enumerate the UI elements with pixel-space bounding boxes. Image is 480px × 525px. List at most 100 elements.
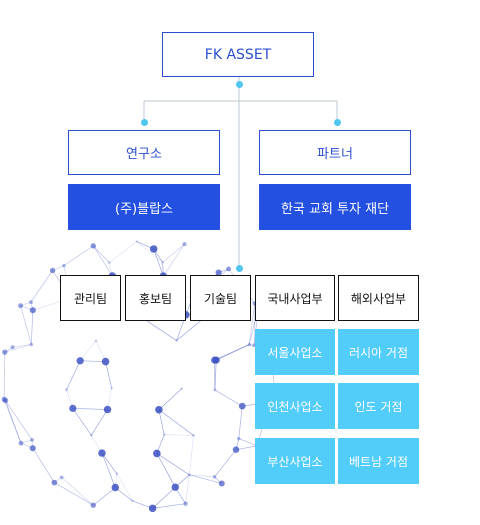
office-node-incheon: 인천사업소 bbox=[255, 383, 335, 429]
globe-node bbox=[212, 356, 220, 364]
globe-node bbox=[51, 479, 58, 486]
globe-link bbox=[93, 487, 116, 506]
globe-node bbox=[155, 405, 163, 414]
globe-node bbox=[29, 342, 34, 347]
globe-node bbox=[215, 269, 222, 276]
team-node-overseas: 해외사업부 bbox=[338, 275, 419, 321]
globe-link bbox=[158, 409, 165, 435]
globe-node bbox=[89, 433, 93, 437]
globe-link bbox=[79, 340, 97, 362]
globe-node bbox=[226, 266, 232, 272]
globe-node bbox=[90, 243, 96, 249]
globe-node bbox=[30, 437, 35, 442]
office-node-vietnam: 베트남 거점 bbox=[338, 438, 419, 484]
globe-link bbox=[109, 241, 137, 263]
globe-node bbox=[236, 436, 241, 441]
globe-node bbox=[171, 483, 179, 491]
globe-node bbox=[183, 501, 188, 506]
globe-node bbox=[180, 387, 184, 390]
globe-node bbox=[90, 502, 96, 508]
globe-node bbox=[110, 387, 113, 390]
globe-link bbox=[238, 438, 258, 447]
globe-node bbox=[98, 449, 106, 457]
globe-link bbox=[20, 305, 32, 345]
globe-link bbox=[253, 303, 256, 346]
globe-node bbox=[18, 440, 24, 446]
globe-node bbox=[76, 357, 84, 365]
globe-node bbox=[94, 339, 98, 343]
globe-link bbox=[93, 245, 113, 277]
globe-node bbox=[175, 339, 178, 342]
globe-link bbox=[214, 449, 237, 478]
globe-node bbox=[18, 303, 24, 309]
branch-node-lab: 연구소 bbox=[68, 130, 220, 175]
branch-sub-node-church-fund: 한국 교회 투자 재단 bbox=[259, 184, 411, 230]
globe-link bbox=[249, 344, 255, 346]
globe-link bbox=[12, 344, 32, 348]
globe-link bbox=[32, 448, 55, 483]
globe-link bbox=[163, 243, 185, 277]
globe-link bbox=[101, 452, 116, 488]
globe-node bbox=[162, 433, 166, 436]
globe-node bbox=[135, 240, 138, 243]
globe-link bbox=[93, 245, 110, 263]
globe-link bbox=[105, 361, 113, 389]
globe-link bbox=[30, 270, 53, 303]
globe-link bbox=[189, 474, 215, 478]
globe-link bbox=[66, 360, 81, 390]
globe-link bbox=[185, 474, 190, 504]
globe-link bbox=[116, 473, 133, 502]
team-node-tech: 기술팀 bbox=[190, 275, 251, 321]
globe-node bbox=[2, 349, 8, 355]
globe-node bbox=[131, 499, 134, 503]
globe-link bbox=[248, 303, 256, 345]
globe-node bbox=[59, 475, 64, 480]
branch-node-partner: 파트너 bbox=[259, 130, 411, 175]
globe-node bbox=[148, 504, 157, 513]
globe-link bbox=[5, 400, 22, 444]
globe-link bbox=[90, 409, 108, 436]
globe-link bbox=[3, 399, 22, 444]
globe-link bbox=[72, 408, 108, 410]
globe-node bbox=[192, 434, 195, 437]
globe-node bbox=[115, 472, 119, 476]
globe-link bbox=[54, 482, 94, 506]
globe-node bbox=[62, 263, 66, 268]
globe-node bbox=[161, 261, 164, 264]
globe-link bbox=[189, 474, 222, 484]
globe-node bbox=[218, 480, 225, 487]
globe-link bbox=[136, 241, 163, 263]
globe-node bbox=[101, 357, 110, 366]
team-node-domestic: 국내사업부 bbox=[255, 275, 335, 321]
globe-link bbox=[216, 344, 250, 361]
globe-link bbox=[214, 344, 250, 361]
globe-node bbox=[213, 388, 217, 392]
globe-link bbox=[158, 409, 194, 436]
globe-node bbox=[212, 475, 217, 479]
globe-node bbox=[29, 445, 36, 452]
globe-node bbox=[103, 405, 112, 414]
globe-node bbox=[247, 342, 251, 347]
globe-link bbox=[235, 445, 258, 451]
globe-link bbox=[214, 360, 217, 390]
root-connector-dot bbox=[235, 80, 243, 88]
globe-link bbox=[101, 452, 118, 475]
globe-node bbox=[182, 242, 187, 247]
globe-link bbox=[156, 453, 190, 476]
globe-node bbox=[49, 267, 56, 274]
globe-node bbox=[28, 300, 33, 305]
globe-link bbox=[156, 453, 176, 488]
globe-node bbox=[153, 449, 161, 458]
globe-link bbox=[4, 344, 32, 353]
globe-node bbox=[107, 261, 111, 264]
team-node-admin: 관리팀 bbox=[60, 275, 121, 321]
branch-sub-node-blobs: (주)블랍스 bbox=[68, 184, 220, 230]
globe-link bbox=[61, 477, 94, 506]
globe-node bbox=[2, 397, 9, 404]
globe-link bbox=[214, 389, 243, 407]
globe-link bbox=[158, 388, 183, 410]
partner-connector-dot bbox=[333, 118, 341, 126]
globe-node bbox=[238, 402, 246, 410]
root-node-fk-asset: FK ASSET bbox=[162, 32, 314, 77]
globe-link bbox=[162, 243, 185, 263]
